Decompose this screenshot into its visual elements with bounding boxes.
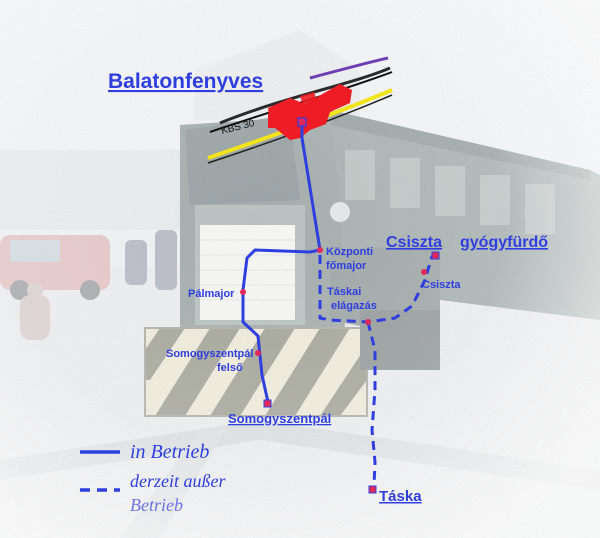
station-marker-csiszta — [421, 269, 427, 275]
csiszta-label: Csiszta — [422, 279, 461, 291]
taskai-label-2: elágazás — [331, 300, 377, 312]
town-block-north — [300, 92, 318, 108]
csiszta-gyogy-label-2: gyógyfürdő — [460, 234, 548, 251]
somfelso-label-2: felső — [217, 362, 243, 374]
station-marker-somogyszentpal — [263, 399, 272, 408]
lake-shore-line — [309, 56, 389, 80]
station-marker-balatonfenyves — [297, 117, 307, 127]
town-inset: KBS 30 — [207, 56, 393, 164]
station-labels: Balatonfenyves Központi főmajor Pálmajor… — [108, 70, 548, 505]
station-marker-csiszta-gyogy — [431, 251, 440, 260]
legend-out-of-service-label-2: Betrieb — [130, 495, 183, 515]
kozponti-label-2: főmajor — [326, 260, 367, 272]
kozponti-label-1: Központi — [326, 246, 373, 258]
somogyszentpal-label: Somogyszentpál — [228, 411, 331, 426]
town-label: Balatonfenyves — [108, 70, 263, 93]
somfelso-label-1: Somogyszentpál — [166, 348, 253, 360]
palmajor-label: Pálmajor — [188, 288, 235, 300]
legend: in Betrieb derzeit außer Betrieb — [80, 441, 226, 515]
legend-out-of-service-label-1: derzeit außer — [130, 471, 226, 491]
station-marker-somfelso — [255, 350, 261, 356]
station-marker-kozponti — [317, 247, 323, 253]
station-marker-taskai — [365, 319, 371, 325]
legend-in-service-label: in Betrieb — [130, 441, 209, 463]
station-markers — [240, 117, 440, 494]
station-marker-palmajor — [240, 289, 246, 295]
csiszta-gyogy-label-1: Csiszta — [386, 234, 442, 251]
town-block — [268, 84, 352, 140]
station-marker-taska — [368, 485, 377, 494]
taskai-label-1: Táskai — [327, 286, 361, 298]
taska-label: Táska — [379, 488, 422, 505]
route-out-of-service-csiszta — [318, 255, 434, 324]
town-block-annex — [268, 114, 288, 128]
mainline-track — [219, 66, 391, 125]
route-in-service-main — [300, 122, 322, 251]
